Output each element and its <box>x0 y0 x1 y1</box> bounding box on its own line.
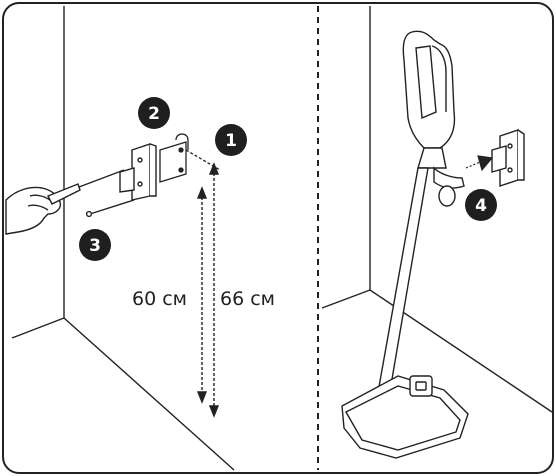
svg-text:3: 3 <box>89 236 101 256</box>
screwdriver-icon <box>47 169 125 205</box>
step-badge-4: 4 <box>465 189 497 221</box>
left-room-corner <box>11 6 235 471</box>
svg-text:4: 4 <box>475 196 487 216</box>
dimension-lines <box>196 162 220 418</box>
svg-text:2: 2 <box>148 104 160 124</box>
upper-height-label: 66 см <box>220 288 275 310</box>
wall-bracket-icon <box>119 143 157 201</box>
lower-height-label: 60 см <box>132 288 187 310</box>
attach-arrow-icon <box>465 155 494 172</box>
hand-icon <box>5 186 62 235</box>
wall-bracket-icon-attach <box>491 129 525 187</box>
screw-icon <box>85 199 135 218</box>
step-badge-2: 2 <box>138 97 170 129</box>
charging-station-icon <box>341 375 469 459</box>
svg-text:1: 1 <box>225 131 237 151</box>
step-badge-1: 1 <box>215 124 247 156</box>
drill-marking-template <box>159 133 221 183</box>
step-badge-3: 3 <box>79 229 111 261</box>
